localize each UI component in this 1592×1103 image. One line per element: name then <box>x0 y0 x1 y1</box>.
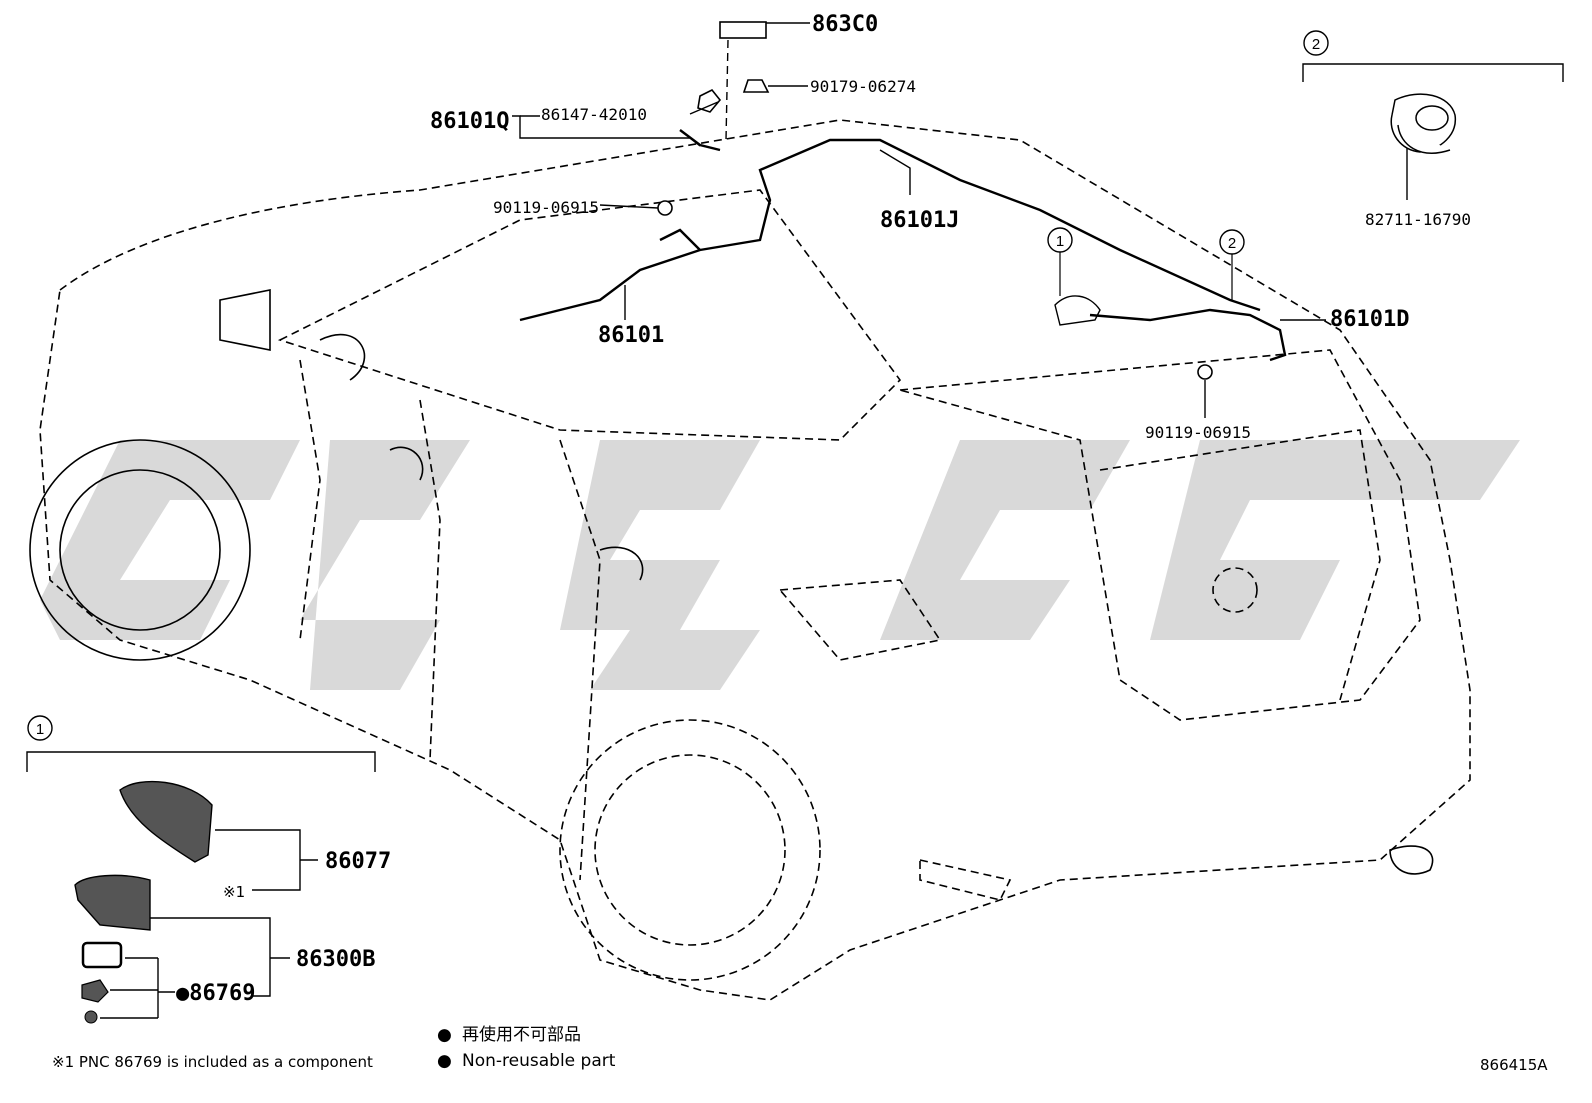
detail-box-2: 2 82711-16790 <box>1302 30 1564 229</box>
part-label-863C0: 863C0 <box>812 12 878 37</box>
nut-drawing <box>81 979 109 1003</box>
part-label-86101J: 86101J <box>880 208 959 233</box>
gasket-drawing <box>81 941 123 969</box>
part-label-90179-06274: 90179-06274 <box>810 77 916 96</box>
part-label-86101Q: 86101Q <box>430 109 509 134</box>
screw-drawing <box>84 1010 98 1024</box>
legend-symbol-jp: ● <box>437 1025 452 1045</box>
part-label-86101: 86101 <box>598 323 664 348</box>
part-label-86147-42010: 86147-42010 <box>541 105 647 124</box>
antenna-cable <box>519 129 1287 362</box>
svg-text:1: 1 <box>1056 233 1064 250</box>
antenna-base-86300B-drawing <box>74 874 151 931</box>
legend-text-en: Non-reusable part <box>462 1051 616 1071</box>
vehicle-outline <box>29 119 1471 1001</box>
antenna-cover-86077-drawing <box>119 780 213 863</box>
antenna-base-sketch <box>1054 295 1101 326</box>
footnote-marker: ※1 <box>223 883 245 901</box>
detail-box-1: 1 86077 ※1 86300B ●86769 <box>26 715 391 1024</box>
grommet-part-drawing <box>1390 93 1456 154</box>
callout-2-marker: 2 <box>1219 229 1245 300</box>
part-label-86077: 86077 <box>325 849 391 874</box>
part-label-90119-06915-rear: 90119-06915 <box>1145 423 1251 442</box>
footnote-text: ※1 PNC 86769 is included as a component <box>52 1053 373 1071</box>
watermark-logo <box>40 440 1520 690</box>
leader-lines <box>512 22 1408 418</box>
svg-text:1: 1 <box>36 721 44 738</box>
legend-text-jp: 再使用不可部品 <box>462 1024 581 1045</box>
svg-text:2: 2 <box>1228 235 1236 252</box>
part-label-86101D: 86101D <box>1330 307 1409 332</box>
top-connectors <box>657 21 1213 380</box>
callout-1-marker: 1 <box>1047 227 1073 296</box>
legend-symbol-en: ● <box>437 1051 452 1071</box>
part-label-86300B: 86300B <box>296 947 375 972</box>
part-label-82711-16790: 82711-16790 <box>1365 210 1471 229</box>
figure-id: 866415A <box>1480 1056 1548 1074</box>
svg-text:2: 2 <box>1312 36 1320 53</box>
part-label-90119-06915-top: 90119-06915 <box>493 198 599 217</box>
part-label-86769: ●86769 <box>176 981 255 1006</box>
